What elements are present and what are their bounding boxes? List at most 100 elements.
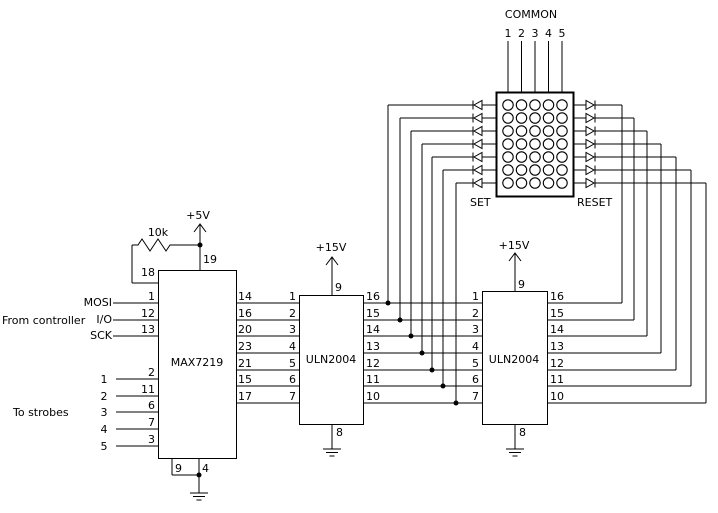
set-diode-array (385, 100, 497, 406)
pin-label: 6 (289, 373, 296, 386)
common-pin-label: 3 (532, 27, 539, 40)
reset-diode-array (573, 100, 707, 403)
set-diode (472, 139, 483, 149)
pin-label: 17 (238, 390, 252, 403)
reset-diode (585, 139, 596, 149)
bus-uln2-outputs: 16 15 14 13 12 11 10 (547, 290, 706, 404)
set-diode (472, 152, 483, 162)
common-pin-label: 1 (505, 27, 512, 40)
max7219-outline (158, 270, 237, 459)
reset-diode (585, 165, 596, 175)
common-label: COMMON (505, 8, 557, 21)
controller-inputs: From controller MOSI I/O SCK 1 12 13 (2, 290, 158, 342)
pin-label: 14 (238, 290, 252, 303)
bus-uln1-to-uln2: 16 15 14 13 12 11 10 1 2 3 4 5 6 7 (363, 290, 483, 404)
pin-label: 16 (366, 290, 380, 303)
v15-label: +15V (316, 241, 347, 254)
pin-label: 12 (550, 357, 564, 370)
pin-label: 4 (472, 340, 479, 353)
signal-label-sck: SCK (90, 329, 113, 342)
uln1-name: ULN2004 (306, 353, 356, 366)
strobe-label: 4 (101, 423, 108, 436)
reset-label: RESET (577, 196, 613, 209)
strobe-outputs: To strobes 1 2 3 4 5 2 11 6 7 3 (12, 366, 158, 453)
common-pin-label: 2 (518, 27, 525, 40)
pin-label: 15 (366, 307, 380, 320)
pin-label: 12 (141, 307, 155, 320)
pin-label: 13 (141, 323, 155, 336)
uln2004-driver-1: ULN2004 +15V 9 8 (299, 241, 364, 457)
ground-symbol (505, 448, 525, 457)
pin-label: 14 (550, 323, 564, 336)
pin-label: 6 (148, 399, 155, 412)
pin-label: 3 (289, 323, 296, 336)
pin-label: 10 (550, 390, 564, 403)
reset-diode (585, 113, 596, 123)
pin-label: 7 (472, 390, 479, 403)
ground-symbol (189, 492, 209, 501)
pin-label: 6 (472, 373, 479, 386)
uln2-outline (482, 291, 548, 425)
set-diode (472, 126, 483, 136)
set-diode (472, 113, 483, 123)
ground-symbol (322, 448, 342, 457)
v5-label: +5V (186, 209, 210, 222)
pin-label: 8 (519, 426, 526, 439)
pin-label: 11 (141, 383, 155, 396)
pin-label: 7 (148, 416, 155, 429)
reset-diode (585, 126, 596, 136)
pin-label: 21 (238, 357, 252, 370)
common-bus: COMMON 1 2 3 4 5 (505, 8, 566, 93)
pin-label: 11 (366, 373, 380, 386)
pin-label: 9 (335, 281, 342, 294)
pin-label: 5 (289, 357, 296, 370)
to-strobes-label: To strobes (12, 406, 69, 419)
pin-label: 15 (550, 307, 564, 320)
pin-label: 1 (472, 290, 479, 303)
from-controller-label: From controller (2, 314, 86, 327)
uln1-outline (299, 295, 364, 425)
pin-label: 16 (238, 307, 252, 320)
pin-label: 9 (518, 278, 525, 291)
resistor-value: 10k (148, 226, 169, 239)
pin-label: 13 (366, 340, 380, 353)
max7219-name: MAX7219 (171, 356, 224, 369)
pin-label: 4 (289, 340, 296, 353)
pin-label: 23 (238, 340, 252, 353)
pin-label: 1 (289, 290, 296, 303)
signal-label-mosi: MOSI (84, 296, 112, 309)
pin-label-18: 18 (141, 266, 155, 279)
pin-label: 16 (550, 290, 564, 303)
pin-label: 20 (238, 323, 252, 336)
common-pin-label: 5 (559, 27, 566, 40)
pin-label: 8 (336, 426, 343, 439)
pin-label: 13 (550, 340, 564, 353)
common-pin-label: 4 (545, 27, 552, 40)
pin-label: 7 (289, 390, 296, 403)
pin-label: 14 (366, 323, 380, 336)
max7219-chip: MAX7219 +5V 19 10k 18 9 4 (131, 209, 237, 501)
pin-label: 2 (289, 307, 296, 320)
pin-label: 3 (472, 323, 479, 336)
junction-dot (196, 472, 202, 478)
flipdot-display: SET RESET (470, 91, 613, 209)
reset-diode (585, 100, 596, 110)
uln2-name: ULN2004 (489, 353, 539, 366)
pin-label: 5 (472, 357, 479, 370)
pin-label-19: 19 (203, 253, 217, 266)
reset-diode (585, 178, 596, 188)
strobe-label: 3 (101, 406, 108, 419)
bus-max-to-uln1: 14 16 20 23 21 15 17 1 2 3 4 5 6 7 (236, 290, 300, 404)
pin-label: 15 (238, 373, 252, 386)
pin-label: 2 (472, 307, 479, 320)
pin-label: 3 (148, 433, 155, 446)
pin-label: 11 (550, 373, 564, 386)
strobe-label: 1 (101, 373, 108, 386)
pin-label: 10 (366, 390, 380, 403)
set-label: SET (470, 196, 491, 209)
strobe-label: 2 (101, 390, 108, 403)
pin-label: 2 (148, 366, 155, 379)
signal-label-io: I/O (96, 313, 112, 326)
set-diode (472, 100, 483, 110)
